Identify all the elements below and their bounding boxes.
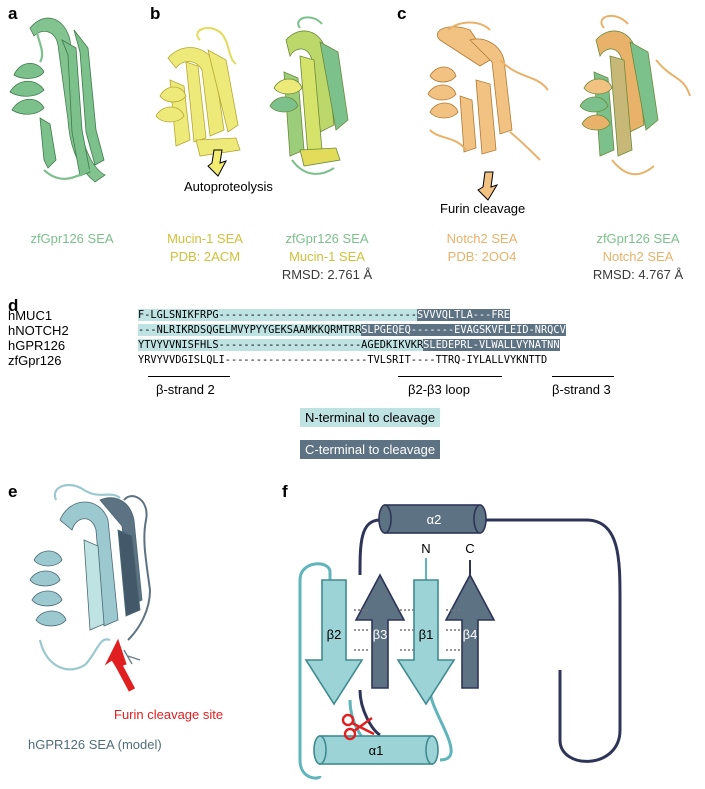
panel-e-label: e [8, 482, 18, 501]
helix-alpha1 [313, 735, 439, 765]
feature-underline-beta2 [148, 376, 230, 377]
model-caption: hGPR126 SEA (model) [28, 737, 162, 752]
seq-segment-c: SLEDEPRL-VLWALLVYNATNN [423, 339, 560, 351]
strand-beta3-label: β3 [372, 627, 388, 642]
furin-cleavage-label: Furin cleavage [440, 201, 526, 216]
caption-c-right-1: zfGpr126 SEA [596, 231, 680, 246]
helix-alpha2 [378, 504, 487, 534]
feature-label-loop: β2-β3 loop [408, 382, 470, 397]
legend-c-terminal: C-terminal to cleavage [300, 440, 441, 459]
strand-beta4-label: β4 [462, 627, 478, 642]
seq-name-hmuc1: hMUC1 [8, 308, 53, 323]
seq-row-zfgpr126: YRVYVVDGISLQLI-----------------------TVL… [138, 354, 547, 367]
legend-n-terminal: N-terminal to cleavage [300, 408, 441, 427]
structure-notch2 [427, 21, 549, 201]
seq-segment-plain: YRVYVVDGISLQLI-----------------------TVL… [138, 354, 548, 366]
scissors-icon [341, 713, 375, 741]
panel-b-label: b [150, 4, 161, 23]
panel-c-label: c [397, 4, 407, 23]
panel-f-label: f [282, 482, 288, 501]
structure-overlay-mucin1 [269, 16, 349, 175]
feature-underline-loop [398, 376, 502, 377]
structure-mucin1 [155, 26, 241, 177]
strand-beta2-label: β2 [326, 627, 342, 642]
caption-b-right-1: zfGpr126 SEA [285, 231, 369, 246]
caption-b-left-2: PDB: 2ACM [169, 249, 241, 264]
strand-beta1-label: β1 [418, 627, 434, 642]
strand-beta2 [304, 579, 364, 706]
caption-c-rmsd: RMSD: 4.767 Å [592, 267, 684, 282]
helix-alpha2-label: α2 [426, 512, 442, 527]
panel-d-label: d [8, 296, 19, 315]
strand-beta3 [354, 573, 406, 689]
seq-row-hmuc1: F-LGLSNIKFRPG---------------------------… [138, 309, 510, 322]
caption-b-left-1: Mucin-1 SEA [167, 231, 243, 246]
autoproteolysis-label: Autoproteolysis [184, 179, 273, 194]
seq-segment-n: YTVYVVNISFHLS-----------------------AGED… [138, 339, 424, 351]
structure-zfgpr126 [9, 17, 106, 183]
seq-row-hnotch2: ---NLRIKRDSQGELMVYPYYGEKSAAMKKQRMTRRSLPG… [138, 324, 566, 337]
caption-b-rmsd: RMSD: 2.761 Å [281, 267, 373, 282]
strand-beta1 [396, 579, 456, 706]
caption-b-right-2: Mucin-1 SEA [289, 249, 365, 264]
seq-row-hgpr126: YTVYVVNISFHLS-----------------------AGED… [138, 339, 560, 352]
feature-underline-beta3 [552, 376, 614, 377]
caption-a: zfGpr126 SEA [30, 231, 114, 246]
feature-label-beta2: β-strand 2 [156, 382, 215, 397]
structure-overlay-notch2 [579, 14, 691, 176]
helix-alpha1-label: α1 [368, 743, 384, 758]
caption-c-left-2: PDB: 2OO4 [447, 249, 517, 264]
panel-a-label: a [8, 4, 18, 23]
caption-c-left-1: Notch2 SEA [446, 231, 518, 246]
seq-segment-c: SLPGEQEQ-------EVAGSKVFLEID-NRQCV [361, 324, 566, 336]
caption-c-right-2: Notch2 SEA [602, 249, 674, 264]
seq-name-hnotch2: hNOTCH2 [8, 323, 69, 338]
furin-site-label: Furin cleavage site [114, 707, 224, 722]
seq-segment-n: ---NLRIKRDSQGELMVYPYYGEKSAAMKKQRMTRR [138, 324, 362, 336]
seq-name-zfgpr126: zfGpr126 [8, 353, 62, 368]
feature-label-beta3: β-strand 3 [552, 382, 611, 397]
seq-name-hgpr126: hGPR126 [8, 338, 66, 353]
seq-segment-c: SVVVQLTLA---FRE [416, 309, 510, 321]
strand-beta4 [444, 573, 496, 689]
seq-segment-n: F-LGLSNIKFRPG---------------------------… [138, 309, 417, 321]
c-terminus-label: C [465, 541, 475, 556]
n-terminus-label: N [421, 541, 431, 556]
